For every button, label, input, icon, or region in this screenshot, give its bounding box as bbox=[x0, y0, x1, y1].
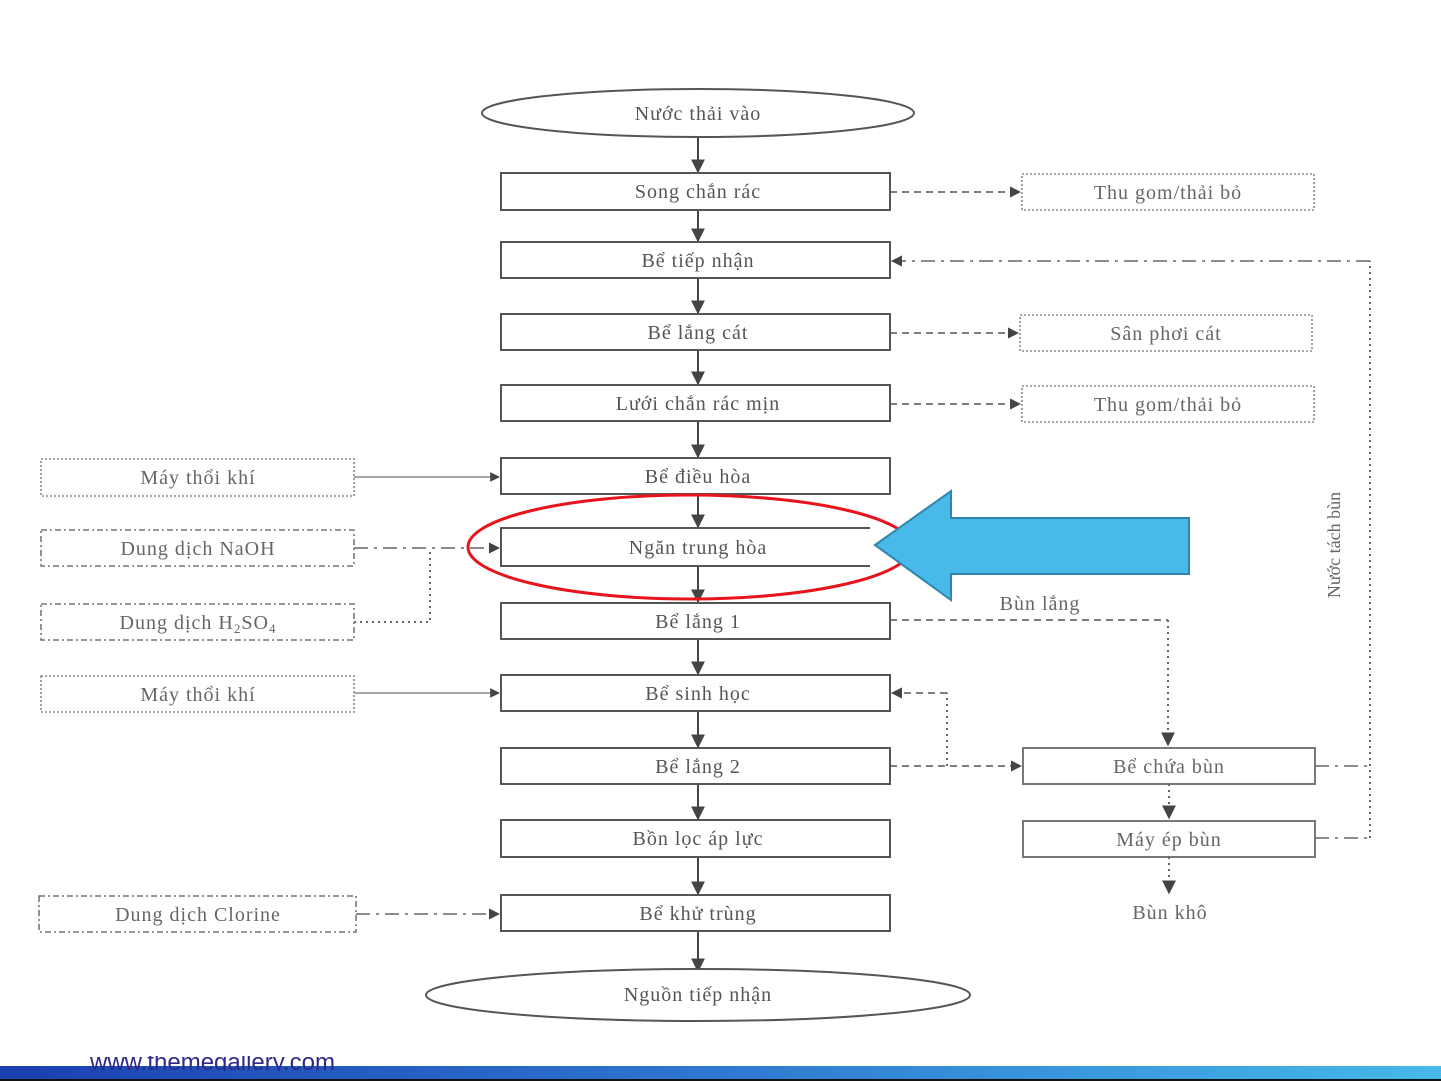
step-be-lang-1[interactable]: Bể lắng 1 bbox=[500, 602, 891, 640]
input-dung-dich-clorine[interactable]: Dung dịch Clorine bbox=[38, 895, 357, 933]
step-label: Song chắn rác bbox=[635, 181, 761, 203]
step-be-lang-cat[interactable]: Bể lắng cát bbox=[500, 313, 891, 351]
input-label: Dung dịch H2SO4 bbox=[120, 612, 277, 636]
step-be-lang-2[interactable]: Bể lắng 2 bbox=[500, 747, 891, 785]
step-luoi-chan-rac-min[interactable]: Lưới chắn rác mịn bbox=[500, 384, 891, 422]
footer-text[interactable]: www.themegallery.com bbox=[90, 1056, 335, 1071]
input-label: Máy thổi khí bbox=[140, 467, 255, 489]
input-connector bbox=[354, 548, 431, 623]
step-be-tiep-nhan[interactable]: Bể tiếp nhận bbox=[500, 241, 891, 279]
input-label: Máy thổi khí bbox=[140, 684, 255, 706]
dry-sludge-label: Bùn khô bbox=[1132, 902, 1207, 924]
step-be-khu-trung[interactable]: Bể khử trùng bbox=[500, 894, 891, 932]
step-label: Ngăn trung hòa bbox=[629, 537, 767, 559]
settled-sludge-label: Bùn lắng bbox=[1000, 593, 1081, 615]
sludge-press[interactable]: Máy ép bùn bbox=[1022, 820, 1316, 858]
step-be-sinh-hoc[interactable]: Bể sinh học bbox=[500, 674, 891, 712]
step-label: Bồn lọc áp lực bbox=[633, 828, 764, 850]
input-label: Dung dịch Clorine bbox=[115, 904, 281, 926]
highlight-arrow-icon bbox=[873, 489, 1190, 602]
step-label: Bể lắng 2 bbox=[655, 756, 741, 778]
output-label: Thu gom/thải bỏ bbox=[1094, 394, 1242, 416]
step-label: Bể sinh học bbox=[645, 683, 750, 705]
output-thu-gom-1[interactable]: Thu gom/thải bỏ bbox=[1021, 173, 1315, 211]
step-ngan-trung-hoa[interactable]: Ngăn trung hòa bbox=[500, 527, 870, 567]
step-label: Bể điều hòa bbox=[645, 466, 752, 488]
end-node-label: Nguồn tiếp nhận bbox=[624, 984, 772, 1006]
return-water-label: Nước tách bùn bbox=[1324, 492, 1344, 598]
sludge-tank-label: Bể chứa bùn bbox=[1113, 756, 1225, 778]
input-dung-dich-naoh[interactable]: Dung dịch NaOH bbox=[40, 529, 355, 567]
step-label: Lưới chắn rác mịn bbox=[616, 393, 780, 415]
start-node-label: Nước thải vào bbox=[635, 103, 762, 125]
start-node[interactable]: Nước thải vào bbox=[481, 88, 915, 138]
output-san-phoi-cat[interactable]: Sân phơi cát bbox=[1019, 314, 1313, 352]
footer-bar: www.themegallery.com bbox=[0, 1056, 1441, 1081]
step-be-dieu-hoa[interactable]: Bể điều hòa bbox=[500, 457, 891, 495]
step-bon-loc-ap-luc[interactable]: Bồn lọc áp lực bbox=[500, 819, 891, 858]
output-label: Sân phơi cát bbox=[1110, 323, 1221, 345]
step-label: Bể tiếp nhận bbox=[641, 250, 754, 272]
input-dung-dich-h2so4[interactable]: Dung dịch H2SO4 bbox=[40, 603, 355, 641]
output-thu-gom-2[interactable]: Thu gom/thải bỏ bbox=[1021, 385, 1315, 423]
input-may-thoi-khi-2[interactable]: Máy thổi khí bbox=[40, 675, 355, 713]
input-may-thoi-khi-1[interactable]: Máy thổi khí bbox=[40, 458, 355, 497]
step-label: Bể lắng 1 bbox=[655, 611, 741, 633]
input-label: Dung dịch NaOH bbox=[120, 538, 275, 560]
step-label: Bể khử trùng bbox=[639, 903, 756, 925]
step-label: Bể lắng cát bbox=[648, 322, 749, 344]
end-node[interactable]: Nguồn tiếp nhận bbox=[425, 968, 971, 1022]
step-song-chan-rac[interactable]: Song chắn rác bbox=[500, 172, 891, 211]
sludge-tank[interactable]: Bể chứa bùn bbox=[1022, 747, 1316, 785]
sludge-press-label: Máy ép bùn bbox=[1116, 829, 1222, 851]
output-label: Thu gom/thải bỏ bbox=[1094, 182, 1242, 204]
